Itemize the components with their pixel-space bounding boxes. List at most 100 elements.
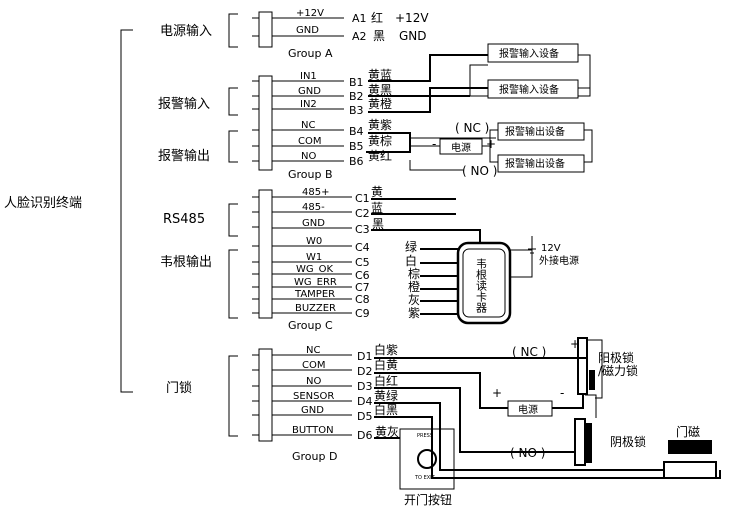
svg-text:C2: C2 — [355, 207, 370, 220]
svg-text:报警输入设备: 报警输入设备 — [499, 83, 559, 96]
wire-d3-no — [374, 387, 575, 453]
svg-text:485+: 485+ — [302, 187, 329, 198]
svg-text:+12V: +12V — [296, 8, 324, 19]
svg-text:红: 红 — [371, 10, 383, 25]
svg-text:报警输出设备: 报警输出设备 — [505, 125, 565, 138]
no-label-d: ( NO ) — [510, 446, 545, 460]
svg-text:黄紫: 黄紫 — [368, 118, 392, 132]
svg-text:B5: B5 — [349, 140, 364, 153]
wire-d4-sensor — [374, 402, 664, 471]
minus-label-b: - — [432, 137, 436, 151]
svg-text:SENSOR: SENSOR — [293, 391, 334, 402]
bracket-rs485 — [228, 203, 238, 237]
svg-text:C3: C3 — [355, 223, 370, 236]
svg-text:12V: 12V — [541, 243, 561, 254]
svg-text:白紫: 白紫 — [374, 342, 398, 357]
svg-text:C5: C5 — [355, 256, 370, 269]
svg-text:黄蓝: 黄蓝 — [368, 68, 392, 82]
connector-a — [252, 11, 273, 48]
svg-text:IN2: IN2 — [300, 99, 317, 110]
svg-text:GND: GND — [399, 29, 427, 43]
svg-text:GND: GND — [298, 86, 321, 97]
row-c9: BUZZER C9 紫 — [272, 303, 458, 320]
exit-button: PRESS TO EXIT 开门按钮 — [399, 428, 455, 507]
row-d2: COM D2 白黄 — [272, 357, 398, 378]
svg-text:BUZZER: BUZZER — [295, 303, 336, 314]
svg-text:B1: B1 — [349, 76, 364, 89]
door-magnet: 门磁 — [663, 424, 717, 479]
svg-text:+: + — [570, 337, 580, 351]
bracket-group-a — [228, 13, 238, 48]
svg-text:NO: NO — [301, 151, 316, 162]
svg-text:PRESS: PRESS — [417, 433, 433, 439]
svg-text:TO EXIT: TO EXIT — [414, 475, 436, 481]
row-c3: GND C3 黑 — [272, 217, 481, 243]
svg-text:黄绿: 黄绿 — [374, 388, 398, 403]
row-d4: SENSOR D4 黄绿 — [272, 388, 398, 408]
svg-text:D2: D2 — [357, 365, 372, 378]
group-d-label: Group D — [292, 450, 337, 463]
svg-text:电源: 电源 — [451, 141, 471, 154]
connector-c — [252, 189, 273, 319]
cathode-lock: 阴极锁 — [574, 394, 646, 466]
svg-text:NC: NC — [306, 345, 320, 356]
svg-text:C8: C8 — [355, 293, 370, 306]
alarm-input-device-1: 报警输入设备 — [487, 43, 579, 63]
svg-text:NO: NO — [306, 376, 321, 387]
wiegand-reader: 韦根读卡器 — [456, 241, 512, 325]
wire-out-return — [409, 129, 593, 171]
svg-text:+12V: +12V — [395, 11, 429, 25]
wire-power-d-out — [552, 395, 584, 409]
svg-text:紫: 紫 — [408, 306, 420, 320]
svg-text:B2: B2 — [349, 90, 364, 103]
connector-d — [252, 348, 273, 442]
alarm-output-device-1: 报警输出设备 — [497, 122, 585, 141]
svg-text:黄橙: 黄橙 — [368, 96, 392, 111]
svg-text:黄红: 黄红 — [368, 148, 392, 163]
row-d6: BUTTON D6 黄灰 — [272, 425, 399, 442]
power-supply-b: 电源 — [439, 138, 483, 155]
svg-text:COM: COM — [298, 136, 321, 147]
plus-label-b: + — [486, 137, 496, 151]
svg-text:黄棕: 黄棕 — [368, 133, 392, 148]
svg-text:TAMPER: TAMPER — [294, 289, 335, 300]
svg-text:GND: GND — [302, 218, 325, 229]
svg-text:黑: 黑 — [373, 29, 385, 43]
svg-text:电源: 电源 — [518, 403, 538, 416]
row-c8: TAMPER C8 灰 — [272, 289, 458, 307]
svg-text:C4: C4 — [355, 241, 370, 254]
svg-text:BUTTON: BUTTON — [292, 425, 334, 436]
svg-text:橙: 橙 — [408, 279, 420, 294]
bracket-alarm-out — [228, 130, 238, 163]
plus-label-d: + — [492, 386, 502, 400]
row-c7: WG_ERR C7 橙 — [272, 277, 458, 294]
svg-text:门磁: 门磁 — [676, 424, 700, 439]
bracket-alarm-in — [228, 87, 238, 116]
no-label-b: ( NO ) — [462, 164, 497, 178]
section-wiegand-output: 韦根输出 — [160, 254, 212, 270]
svg-text:白黑: 白黑 — [374, 402, 398, 417]
minus-label-d: - — [560, 386, 564, 400]
row-b1: IN1 B1 黄蓝 — [272, 68, 392, 89]
svg-text:黄灰: 黄灰 — [375, 425, 399, 439]
svg-text:C7: C7 — [355, 281, 370, 294]
group-c-label: Group C — [288, 319, 333, 332]
wire-d2-com — [374, 372, 508, 409]
svg-text:D1: D1 — [357, 350, 372, 363]
wire-in-return — [578, 54, 591, 97]
row-b5: COM B5 黄棕 — [272, 133, 392, 153]
wire-reader-power — [510, 236, 533, 278]
wire-b3 — [368, 87, 488, 113]
row-b4: NC B4 黄紫 — [272, 118, 392, 138]
svg-text:D3: D3 — [357, 380, 372, 393]
section-alarm-output: 报警输出 — [158, 148, 210, 164]
svg-text:白: 白 — [405, 253, 417, 268]
group-b-label: Group B — [288, 168, 333, 181]
row-a1: +12V A1 红 +12V — [272, 8, 429, 25]
svg-text:韦根读卡器: 韦根读卡器 — [475, 258, 488, 314]
svg-text:黄黑: 黄黑 — [368, 83, 392, 97]
bracket-wiegand — [228, 249, 238, 319]
section-door-lock: 门锁 — [166, 380, 192, 396]
wire-b2-split — [469, 64, 488, 97]
svg-text:C1: C1 — [355, 192, 370, 205]
